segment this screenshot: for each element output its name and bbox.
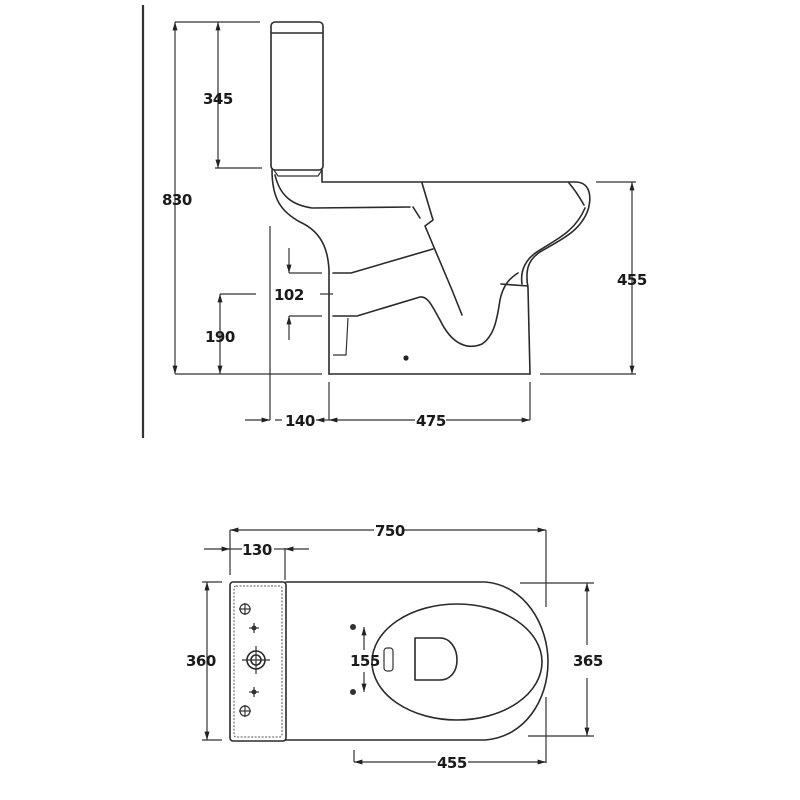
label-455-height: 455	[617, 271, 647, 289]
dim-base: 140 475	[245, 226, 531, 430]
dim-cistern-height: 345	[203, 22, 262, 169]
label-750: 750	[375, 522, 405, 540]
fixing-symbols	[239, 603, 270, 717]
label-155: 155	[350, 652, 380, 670]
dim-cistern-width: 360	[186, 581, 222, 741]
plan-view: 750 130 360 155	[186, 522, 603, 772]
label-130: 130	[242, 541, 272, 559]
pan-side	[271, 169, 591, 375]
label-830: 830	[162, 191, 192, 209]
cistern-side	[270, 21, 324, 177]
label-365: 365	[573, 652, 603, 670]
dim-pan-height: 455	[540, 181, 647, 375]
dim-cistern-depth: 130	[204, 541, 309, 580]
dim-outlet-diameter: 102	[274, 248, 333, 340]
label-455-projection: 455	[437, 754, 467, 772]
dim-outlet-height: 190	[205, 293, 256, 374]
label-345: 345	[203, 90, 233, 108]
dim-fixing-centres: 155	[350, 627, 380, 692]
label-360: 360	[186, 652, 216, 670]
dim-pan-width: 365	[520, 582, 603, 737]
label-140: 140	[285, 412, 315, 430]
side-view: 830 345 190 102	[162, 21, 647, 430]
dim-overall-length: 750	[229, 522, 547, 763]
label-190: 190	[205, 328, 235, 346]
label-102: 102	[274, 286, 304, 304]
pan-plan	[285, 581, 549, 741]
cistern-plan	[229, 581, 287, 742]
dim-pan-projection: 455	[353, 750, 546, 772]
label-475: 475	[416, 412, 446, 430]
dim-overall-height: 830	[162, 21, 322, 375]
